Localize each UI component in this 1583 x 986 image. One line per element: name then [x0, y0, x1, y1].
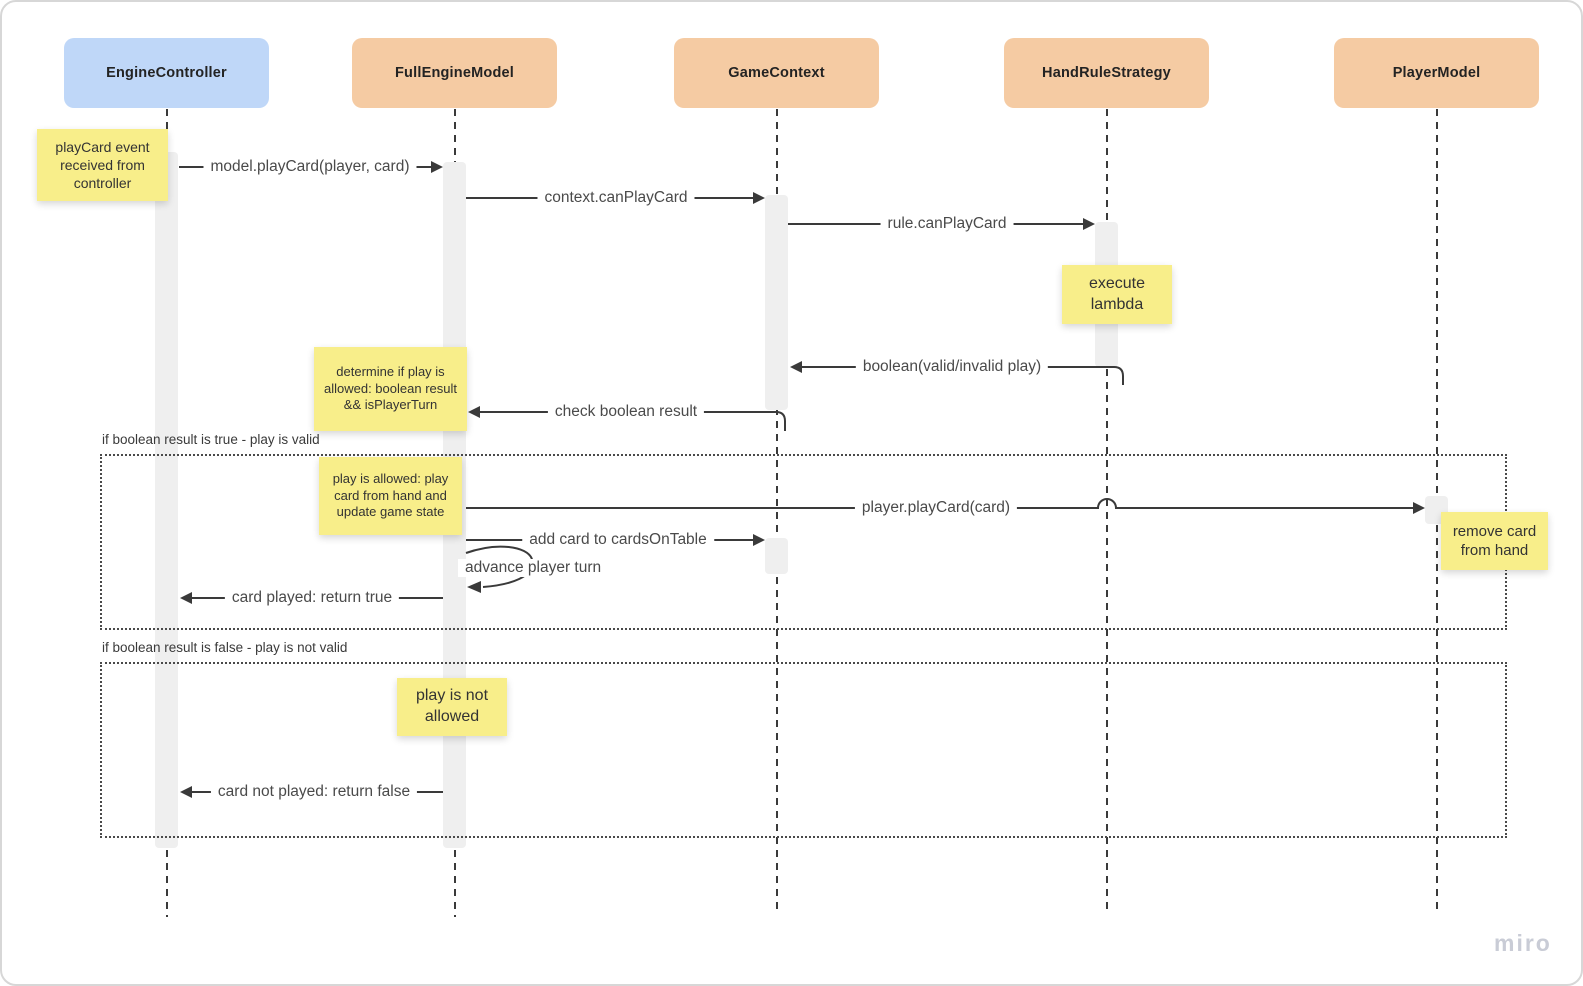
note-play-not-allowed[interactable]: play is not allowed — [397, 678, 507, 736]
lifeline-header-label: PlayerModel — [1392, 65, 1481, 81]
lifeline-header-playermodel[interactable]: PlayerModel — [1334, 38, 1539, 108]
fragment-valid-label: if boolean result is true - play is vali… — [102, 432, 320, 447]
activation-gamecontext-short — [765, 538, 788, 574]
lifeline-header-label: GameContext — [728, 65, 825, 81]
note-remove-card[interactable]: remove card from hand — [1441, 512, 1548, 570]
message-label-advance-turn: advance player turn — [458, 559, 609, 577]
message-label-model-playcard: model.playCard(player, card) — [203, 158, 417, 176]
message-label-check-boolean: check boolean result — [547, 403, 705, 421]
arrowhead-context-canplaycard — [753, 192, 765, 204]
note-play-allowed[interactable]: play is allowed: play card from hand and… — [319, 457, 462, 535]
message-label-player-playcard: player.playCard(card) — [854, 499, 1018, 517]
lifeline-header-label: FullEngineModel — [395, 65, 514, 81]
note-execute-lambda[interactable]: execute lambda — [1062, 265, 1172, 324]
fragment-invalid-box[interactable] — [100, 662, 1507, 838]
note-playcard-event[interactable]: playCard event received from controller — [37, 129, 168, 201]
lifeline-header-label: HandRuleStrategy — [1042, 65, 1171, 81]
message-label-card-played: card played: return true — [224, 589, 400, 607]
activation-enginecontroller — [155, 152, 178, 848]
lifeline-header-gamecontext[interactable]: GameContext — [674, 38, 879, 108]
activation-gamecontext — [765, 195, 788, 410]
message-label-add-card: add card to cardsOnTable — [522, 531, 714, 549]
note-determine-play[interactable]: determine if play is allowed: boolean re… — [314, 347, 467, 431]
message-label-context-canplaycard: context.canPlayCard — [537, 189, 695, 207]
arrowhead-model-playcard — [431, 161, 443, 173]
miro-watermark: miro — [1494, 930, 1552, 956]
lifeline-header-handrulestrategy[interactable]: HandRuleStrategy — [1004, 38, 1209, 108]
message-label-card-not-played: card not played: return false — [210, 783, 418, 801]
message-label-boolean-return: boolean(valid/invalid play) — [855, 358, 1049, 376]
lifeline-header-label: EngineController — [106, 65, 227, 81]
lifeline-header-fullenginemodel[interactable]: FullEngineModel — [352, 38, 557, 108]
arrowhead-rule-canplaycard — [1083, 218, 1095, 230]
arrowhead-check-boolean-return — [468, 406, 480, 418]
lifeline-header-enginecontroller[interactable]: EngineController — [64, 38, 269, 108]
message-label-rule-canplaycard: rule.canPlayCard — [880, 215, 1014, 233]
arrowhead-boolean-return — [790, 361, 802, 373]
fragment-invalid-label: if boolean result is false - play is not… — [102, 640, 348, 655]
